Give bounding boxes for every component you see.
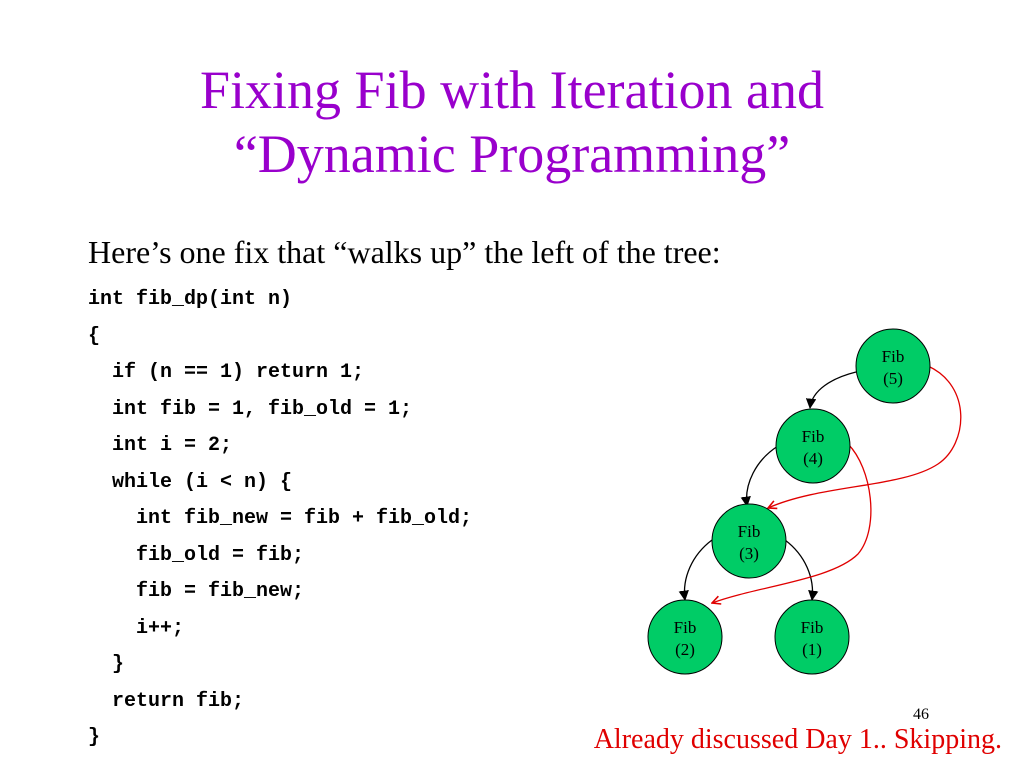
node-arg: (3) [739,544,759,563]
code-line: fib_old = fib; [88,543,305,567]
tree-node-fib3: Fib (3) [711,503,787,579]
footnote: Already discussed Day 1.. Skipping. [593,724,1002,755]
node-label: Fib [801,618,824,637]
call-edge-5-4 [805,371,857,410]
node-arg: (5) [883,369,903,388]
code-line: i++; [88,616,185,640]
node-label: Fib [738,522,761,541]
node-label: Fib [674,618,697,637]
dp-path-5-to-4 [768,365,962,508]
call-edge-3-2 [678,539,713,602]
slide-number: 46 [913,706,929,723]
code-line: } [88,653,125,676]
code-block: int fib_dp(int n) { if (n == 1) return 1… [88,282,472,757]
call-edge-4-3 [740,445,779,508]
tree-node-fib2: Fib (2) [647,599,723,675]
code-line: fib = fib_new; [88,580,305,603]
code-line: int fib_dp(int n) [88,288,293,311]
title-line-2: “Dynamic Programming” [233,124,791,184]
code-line: int fib_new = fib + fib_old; [88,507,473,530]
tree-node-fib4: Fib (4) [775,408,851,484]
code-line: int fib = 1, fib_old = 1; [88,397,413,421]
call-edge-3-1 [784,539,819,602]
slide-title: Fixing Fib with Iteration and “Dynamic P… [0,58,1024,186]
code-line: while (i < n) { [88,470,293,494]
code-line: return fib; [88,689,245,713]
code-line: int i = 2; [88,434,233,457]
node-arg: (4) [803,449,823,468]
tree-node-fib1: Fib (1) [774,599,850,675]
node-arg: (2) [675,640,695,659]
tree-node-fib5: Fib (5) [855,328,931,404]
code-line: { [88,324,101,348]
code-line: } [88,726,101,749]
node-label: Fib [802,427,825,446]
node-label: Fib [882,347,905,366]
dp-path-4-to-3 [712,443,872,603]
title-line-1: Fixing Fib with Iteration and [200,60,824,120]
code-line: if (n == 1) return 1; [88,361,365,384]
intro-text: Here’s one fix that “walks up” the left … [88,234,721,270]
node-arg: (1) [802,640,822,659]
